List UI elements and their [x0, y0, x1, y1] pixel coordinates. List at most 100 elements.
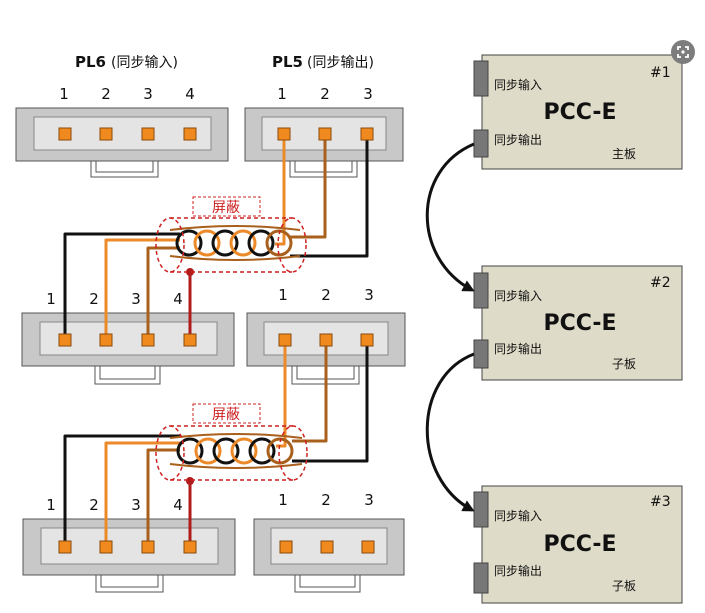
pin-number: 2	[321, 491, 331, 509]
pin-number: 2	[89, 290, 99, 308]
pin-number: 1	[46, 496, 56, 514]
sync-out-port	[473, 339, 489, 369]
module-1: #1 同步输入 PCC-E 同步输出 主板	[473, 54, 683, 170]
pin	[183, 333, 197, 347]
pin	[58, 540, 72, 554]
pl6-connector-middle	[21, 312, 235, 385]
sync-out-port	[473, 562, 489, 594]
pl6-connector-bottom	[22, 518, 236, 593]
pin	[183, 540, 197, 554]
pin-number: 3	[131, 496, 141, 514]
pin-number: 3	[364, 286, 374, 304]
pin-number: 1	[277, 85, 287, 103]
pin-number: 2	[101, 85, 111, 103]
pin-numbers-pl5-bottom: 1 2 3	[278, 491, 374, 509]
pin	[318, 127, 332, 141]
pin	[58, 333, 72, 347]
wire-black	[63, 232, 180, 340]
pin-number: 1	[278, 491, 288, 509]
pl5-header-name: PL5	[272, 53, 303, 71]
pin-number: 2	[320, 85, 330, 103]
sync-in-label: 同步输入	[494, 77, 542, 92]
module-3: #3 同步输入 PCC-E 同步输出 子板	[473, 485, 683, 604]
pin-number: 3	[131, 290, 141, 308]
pin-numbers-pl6-top: 1 2 3 4	[59, 85, 195, 103]
pl5-connector-bottom	[253, 518, 405, 593]
pin	[320, 540, 334, 554]
pin	[278, 333, 292, 347]
module-role: 子板	[612, 579, 636, 593]
sync-out-label: 同步输出	[494, 563, 542, 578]
pin	[99, 127, 113, 141]
module-title: PCC-E	[543, 100, 616, 125]
pin-number: 4	[173, 290, 183, 308]
module-title: PCC-E	[543, 532, 616, 557]
shield-label: 屏蔽	[212, 407, 240, 423]
pin	[99, 540, 113, 554]
pin-number: 3	[143, 85, 153, 103]
sync-arrow-2-to-3	[425, 352, 475, 512]
shield-drain-dot	[186, 477, 194, 485]
sync-in-port	[473, 60, 489, 97]
wire-black	[63, 434, 180, 547]
pl5-header-sub: (同步输出)	[307, 55, 374, 71]
pin-number: 4	[185, 85, 195, 103]
pin	[319, 333, 333, 347]
module-role: 主板	[612, 147, 636, 161]
pin	[141, 127, 155, 141]
shield-label-box	[192, 196, 261, 217]
pin-number: 2	[321, 286, 331, 304]
pin-number: 3	[364, 491, 374, 509]
pin	[360, 127, 374, 141]
wire-black	[290, 134, 369, 258]
wire-brown	[290, 134, 327, 239]
corner-button[interactable]	[671, 40, 695, 64]
pin-number: 3	[363, 85, 373, 103]
shield-label: 屏蔽	[212, 200, 240, 216]
module-number: #3	[650, 494, 671, 510]
pl6-header-name: PL6	[75, 53, 106, 71]
pin	[141, 540, 155, 554]
pin	[99, 333, 113, 347]
pin-numbers-pl6-bottom: 1 2 3 4	[46, 496, 183, 514]
wire-orange	[104, 238, 180, 340]
wire-brown	[146, 448, 180, 547]
module-number: #1	[650, 65, 671, 81]
pin-number: 4	[173, 496, 183, 514]
sync-in-port	[473, 491, 489, 528]
pin-number: 1	[59, 85, 69, 103]
pin-number: 1	[46, 290, 56, 308]
pin	[360, 333, 374, 347]
module-title: PCC-E	[543, 311, 616, 336]
sync-arrow-1-to-2	[425, 142, 475, 292]
wire-black	[292, 340, 369, 463]
pin-numbers-pl5-top: 1 2 3	[277, 85, 373, 103]
sync-out-port	[473, 129, 489, 158]
sync-out-label: 同步输出	[494, 132, 542, 147]
pl6-header-sub: (同步输入)	[111, 55, 178, 71]
pin-numbers-pl6-middle: 1 2 3 4	[46, 290, 183, 308]
sync-in-port	[473, 272, 489, 309]
sync-in-label: 同步输入	[494, 508, 542, 523]
shield-drain-dot	[186, 268, 194, 276]
cable-upper	[63, 134, 369, 340]
pin	[141, 333, 155, 347]
pin	[279, 540, 293, 554]
sync-out-label: 同步输出	[494, 341, 542, 356]
shield-label-box	[192, 403, 261, 424]
pin	[361, 540, 375, 554]
pin-number: 1	[278, 286, 288, 304]
pin	[277, 127, 291, 141]
cable-lower	[63, 340, 369, 547]
sync-in-label: 同步输入	[494, 288, 542, 303]
pin	[58, 127, 72, 141]
expand-icon	[677, 46, 689, 58]
pin-number: 2	[89, 496, 99, 514]
pin-numbers-pl5-middle: 1 2 3	[278, 286, 374, 304]
wire-brown	[146, 246, 180, 340]
module-role: 子板	[612, 357, 636, 371]
wire-orange	[104, 441, 180, 547]
pin	[183, 127, 197, 141]
module-2: #2 同步输入 PCC-E 同步输出 子板	[473, 265, 683, 381]
